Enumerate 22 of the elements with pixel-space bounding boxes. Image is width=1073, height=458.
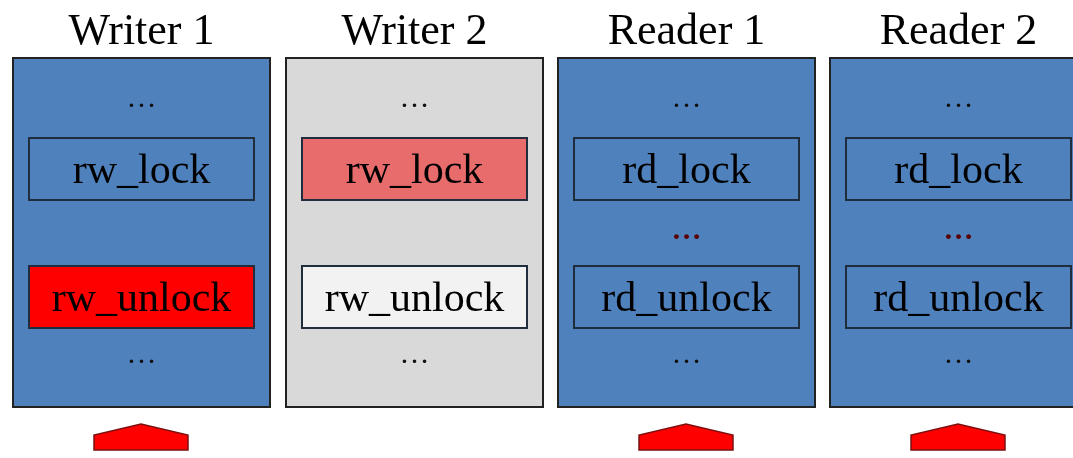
column-heading: Writer 2 [340, 4, 489, 56]
column-heading: Reader 2 [878, 4, 1039, 56]
ellipsis-text: … [398, 82, 431, 112]
code-box: rw_lock [28, 137, 255, 201]
ellipsis-text: … [125, 82, 158, 112]
ellipsis-text: … [942, 214, 975, 244]
ellipsis-text: … [670, 338, 703, 368]
column-heading: Writer 1 [67, 4, 216, 56]
column-heading: Reader 1 [606, 4, 767, 56]
code-box: rd_lock [845, 137, 1072, 201]
code-box: rd_lock [573, 137, 800, 201]
code-box: rd_unlock [573, 265, 800, 329]
code-box: rw_unlock [28, 265, 255, 329]
ellipsis-text: … [670, 214, 703, 244]
code-box: rw_lock [301, 137, 528, 201]
ellipsis-text: … [942, 82, 975, 112]
ellipsis-text: … [398, 338, 431, 368]
ellipsis-text: … [125, 338, 158, 368]
code-box: rw_unlock [301, 265, 528, 329]
code-box: rd_unlock [845, 265, 1072, 329]
ellipsis-text: … [942, 338, 975, 368]
ellipsis-text: … [670, 82, 703, 112]
